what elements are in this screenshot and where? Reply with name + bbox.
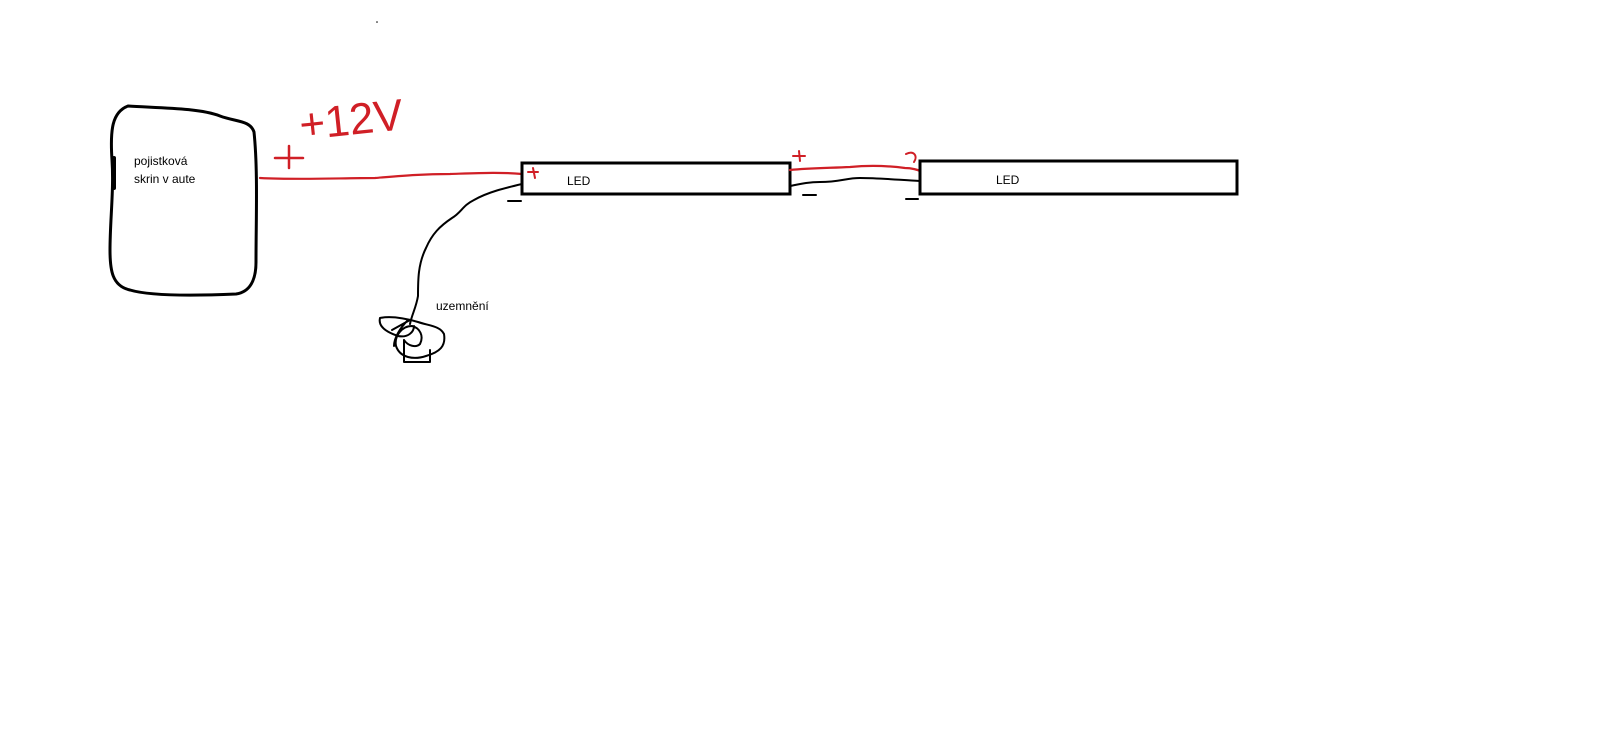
fusebox-label-line1: pojistková (134, 154, 188, 168)
ground-wire (409, 183, 523, 325)
led-strip-1 (520, 161, 792, 196)
speck (376, 21, 378, 23)
fusebox-label-line2: skrin v aute (134, 172, 196, 186)
positive-wire-1 (258, 171, 524, 180)
negative-wire-2 (789, 177, 921, 187)
ground-label: uzemnění (436, 299, 489, 313)
plus-sign-red (273, 144, 305, 170)
led1-label: LED (567, 174, 591, 188)
led1-plus-mark (527, 167, 539, 179)
led2-plus-hook (905, 151, 917, 163)
positive-wire-2 (788, 164, 922, 173)
voltage-label: +12V (297, 90, 406, 150)
led-strip-2 (918, 159, 1239, 196)
led1-out-plus-mark (792, 150, 806, 162)
fusebox-outline (108, 104, 258, 297)
ground-symbol (378, 316, 446, 363)
led2-label: LED (996, 173, 1020, 187)
